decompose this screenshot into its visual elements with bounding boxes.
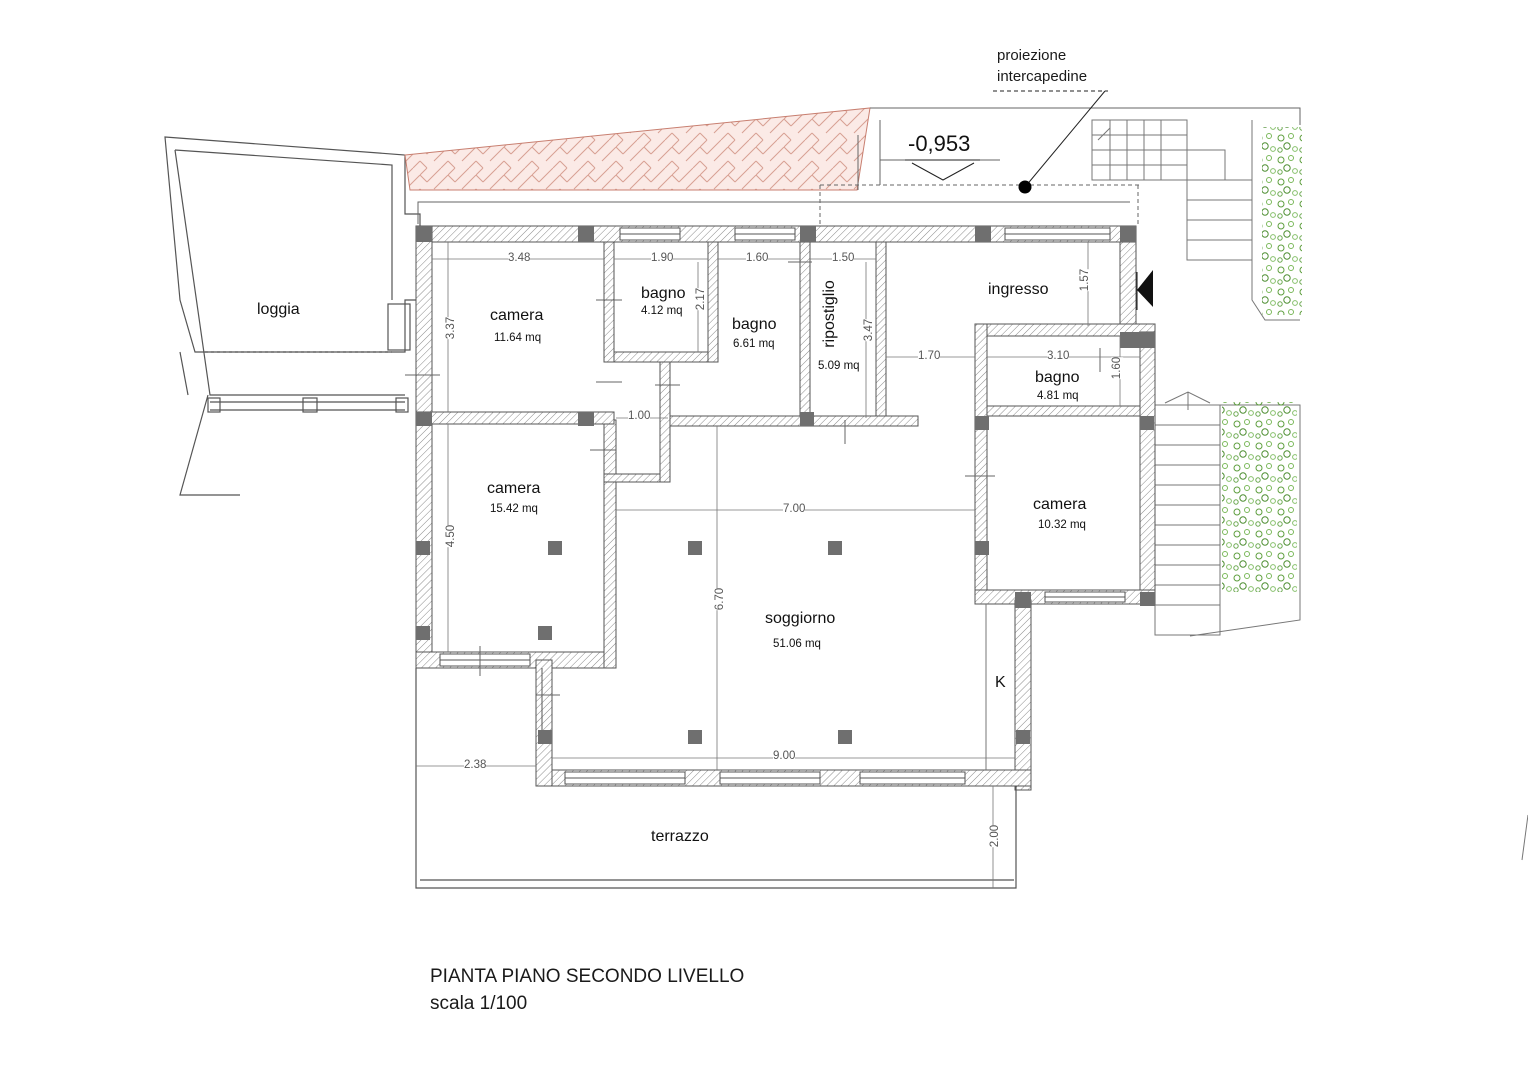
dim-3-47: 3.47 <box>863 318 876 342</box>
intercapedine-hatch <box>404 107 871 191</box>
dim-1-00: 1.00 <box>628 410 651 422</box>
entrance-arrow-icon <box>1136 270 1153 310</box>
greenery-top <box>1262 127 1302 315</box>
area-camera-1: 11.64 mq <box>494 332 542 344</box>
dim-2-38: 2.38 <box>464 759 487 771</box>
room-loggia: loggia <box>257 301 300 318</box>
dim-1-60-a: 1.60 <box>746 252 769 264</box>
dim-7-00: 7.00 <box>783 503 806 515</box>
dim-2-17: 2.17 <box>695 287 708 311</box>
room-bagno-2: bagno <box>732 316 777 333</box>
area-ripostiglio: 5.09 mq <box>818 360 860 372</box>
columns <box>416 226 1155 744</box>
dim-4-50: 4.50 <box>445 524 458 548</box>
room-soggiorno: soggiorno <box>765 610 836 627</box>
area-bagno-3: 4.81 mq <box>1037 390 1079 402</box>
door-ticks <box>405 261 1101 770</box>
projection-label-2: intercapedine <box>997 68 1088 85</box>
area-camera-3: 10.32 mq <box>1038 519 1086 531</box>
dim-1-50: 1.50 <box>832 252 855 264</box>
stair-top <box>1091 119 1300 321</box>
room-camera-1: camera <box>490 307 544 324</box>
room-camera-3: camera <box>1033 496 1087 513</box>
level-label: -0,953 <box>908 131 971 156</box>
dim-1-90: 1.90 <box>651 252 674 264</box>
area-soggiorno: 51.06 mq <box>773 638 821 650</box>
area-bagno-2: 6.61 mq <box>733 338 775 350</box>
dim-3-37: 3.37 <box>445 316 458 340</box>
projection-label-1: proiezione <box>997 47 1067 64</box>
door-lower-left <box>535 668 543 730</box>
projection-leader <box>993 90 1108 194</box>
room-bagno-1: bagno <box>641 285 686 302</box>
room-bagno-3: bagno <box>1035 369 1080 386</box>
level-marker-icon <box>905 159 980 181</box>
dim-3-10: 3.10 <box>1047 350 1070 362</box>
area-camera-2: 15.42 mq <box>490 503 538 515</box>
dim-2-00: 2.00 <box>989 824 1002 848</box>
plan-scale: scala 1/100 <box>430 993 528 1014</box>
dim-6-70: 6.70 <box>714 587 727 611</box>
dim-1-60-b: 1.60 <box>1111 356 1124 380</box>
k-label: K <box>995 674 1006 691</box>
area-bagno-1: 4.12 mq <box>641 305 683 317</box>
room-ingresso: ingresso <box>988 281 1049 298</box>
dim-1-57: 1.57 <box>1079 268 1092 292</box>
loggia-outline <box>164 136 421 496</box>
greenery-right <box>1222 402 1297 592</box>
dim-3-48: 3.48 <box>508 252 531 264</box>
right-edge-line <box>1521 814 1528 861</box>
room-ripostiglio: ripostiglio <box>820 280 838 348</box>
window-lines <box>440 233 1125 779</box>
dim-1-70: 1.70 <box>918 350 941 362</box>
room-terrazzo: terrazzo <box>651 828 709 845</box>
dim-9-00: 9.00 <box>773 750 796 762</box>
room-camera-2: camera <box>487 480 541 497</box>
terrazzo-outline <box>415 668 1017 889</box>
plan-title: PIANTA PIANO SECONDO LIVELLO <box>430 966 745 987</box>
